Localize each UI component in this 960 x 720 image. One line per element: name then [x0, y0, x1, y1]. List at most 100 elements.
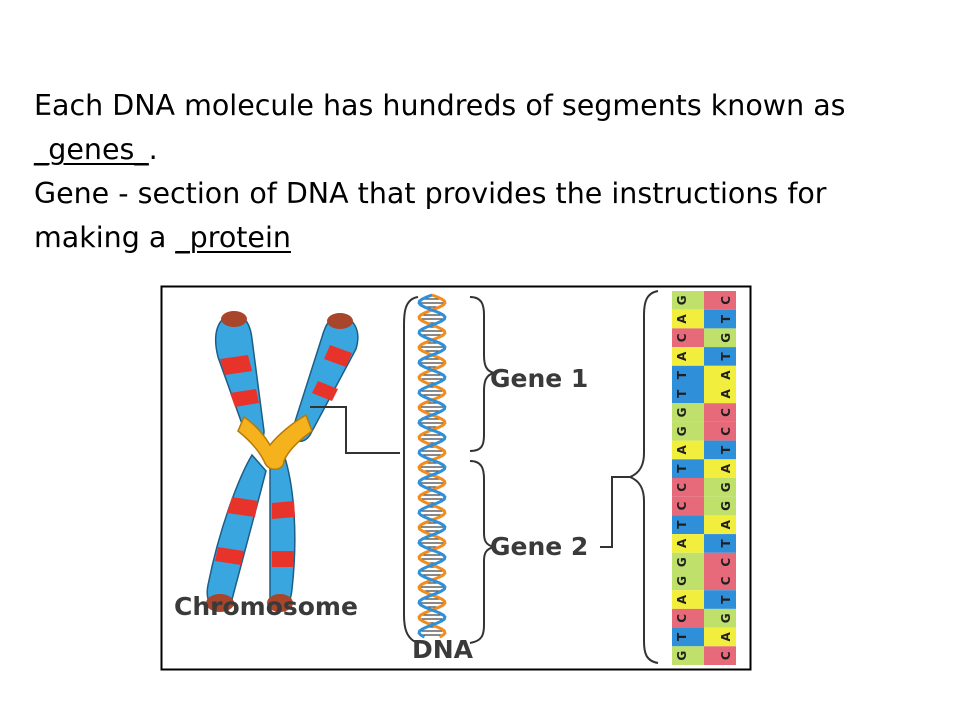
base-letter-right: A [719, 388, 733, 398]
chromosome-label: Chromosome [174, 592, 358, 621]
base-letter-left: G [675, 576, 689, 586]
base-cell-right [704, 328, 736, 348]
base-letter-left: G [675, 557, 689, 567]
base-letter-left: T [675, 370, 689, 379]
gene1-bracket [469, 296, 495, 452]
base-cell-left [672, 515, 704, 535]
base-letter-left: G [675, 295, 689, 305]
base-cell-left [672, 590, 704, 609]
base-cell-right [704, 646, 736, 665]
chromosome-red-bands [215, 345, 352, 567]
base-letter-right: C [719, 427, 733, 436]
base-cell-right [704, 608, 736, 628]
base-letter-right: T [719, 595, 733, 604]
base-letter-left: C [675, 333, 689, 342]
base-cell-right [704, 365, 736, 385]
base-letter-left: T [675, 632, 689, 641]
base-cell-right [704, 291, 736, 310]
base-letter-right: C [719, 408, 733, 417]
base-letter-left: C [675, 614, 689, 623]
base-cell-right [704, 552, 736, 572]
base-cell-right [704, 515, 736, 535]
base-cell-right [704, 590, 736, 609]
base-cell-left [672, 478, 704, 497]
base-cell-left [672, 646, 704, 665]
base-letter-left: G [675, 426, 689, 436]
base-cell-left [672, 440, 704, 460]
base-letter-right: A [719, 463, 733, 473]
base-letter-right: C [719, 558, 733, 567]
chromosome-connector [310, 406, 400, 454]
chromosome-tip-4 [267, 594, 293, 612]
base-cell-right [704, 534, 736, 553]
base-letter-left: G [675, 651, 689, 661]
base-cell-left [672, 365, 704, 385]
text-line-4: making a _protein [34, 216, 934, 260]
base-letter-left: C [675, 483, 689, 492]
dna-left-bracket [403, 296, 419, 644]
sequence-bracket [627, 290, 659, 664]
base-letter-right: G [719, 482, 733, 492]
chromosome-tip-1 [221, 311, 247, 327]
base-cell-right [704, 384, 736, 404]
base-letter-left: A [675, 594, 689, 604]
base-cell-left [672, 571, 704, 591]
base-cell-right [704, 403, 736, 422]
base-cell-left [672, 459, 704, 478]
blank-protein: _protein [175, 221, 291, 254]
base-cell-left [672, 291, 704, 310]
gene2-label: Gene 2 [490, 532, 588, 561]
base-letter-left: T [675, 389, 689, 398]
base-cell-left [672, 347, 704, 366]
base-letter-right: T [719, 314, 733, 323]
base-cell-right [704, 627, 736, 647]
base-cell-left [672, 328, 704, 348]
slide-text: Each DNA molecule has hundreds of segmen… [34, 84, 934, 260]
chromosome-tip-2 [327, 313, 353, 329]
base-letter-right: C [719, 651, 733, 660]
gene2-bracket [469, 460, 495, 644]
base-letter-right: T [719, 538, 733, 547]
base-cell-left [672, 608, 704, 628]
text-line-3: Gene - section of DNA that provides the … [34, 172, 934, 216]
chromosome-centromere [237, 413, 313, 470]
line-1-text: Each DNA molecule has hundreds of segmen… [34, 89, 846, 122]
line-2-period: . [148, 133, 158, 166]
base-cell-left [672, 552, 704, 572]
base-cell-right [704, 440, 736, 460]
base-letter-right: G [719, 501, 733, 511]
base-letter-left: T [675, 520, 689, 529]
base-letter-right: T [719, 351, 733, 360]
base-letter-right: C [719, 576, 733, 585]
chromosome-illustration [206, 311, 400, 612]
line-3-text: Gene - section of DNA that provides the … [34, 177, 827, 210]
base-cell-left [672, 534, 704, 553]
base-letter-left: G [675, 408, 689, 418]
base-letter-left: A [675, 351, 689, 361]
dna-label: DNA [412, 635, 474, 664]
base-letter-right: T [719, 445, 733, 454]
base-letter-right: C [719, 296, 733, 305]
base-cell-right [704, 571, 736, 591]
line-4-text: making a [34, 221, 176, 254]
base-letter-left: T [675, 464, 689, 473]
base-letter-left: C [675, 501, 689, 510]
base-letter-left: A [675, 445, 689, 455]
dna-helix [417, 293, 447, 639]
base-cell-right [704, 309, 736, 329]
base-letter-right: G [719, 333, 733, 343]
base-cell-right [704, 347, 736, 366]
base-letter-right: A [719, 370, 733, 380]
base-cell-left [672, 496, 704, 516]
gene2-connector [600, 476, 630, 548]
base-letter-left: A [675, 538, 689, 548]
dna-figure-svg: Chromosome DNA Gene 1 Gene 2 GACATTGGATC… [160, 285, 752, 671]
base-cell-left [672, 421, 704, 441]
chromosome-tip-3 [206, 594, 234, 612]
gene1-label: Gene 1 [490, 364, 588, 393]
blank-genes: _genes_ [34, 133, 149, 166]
